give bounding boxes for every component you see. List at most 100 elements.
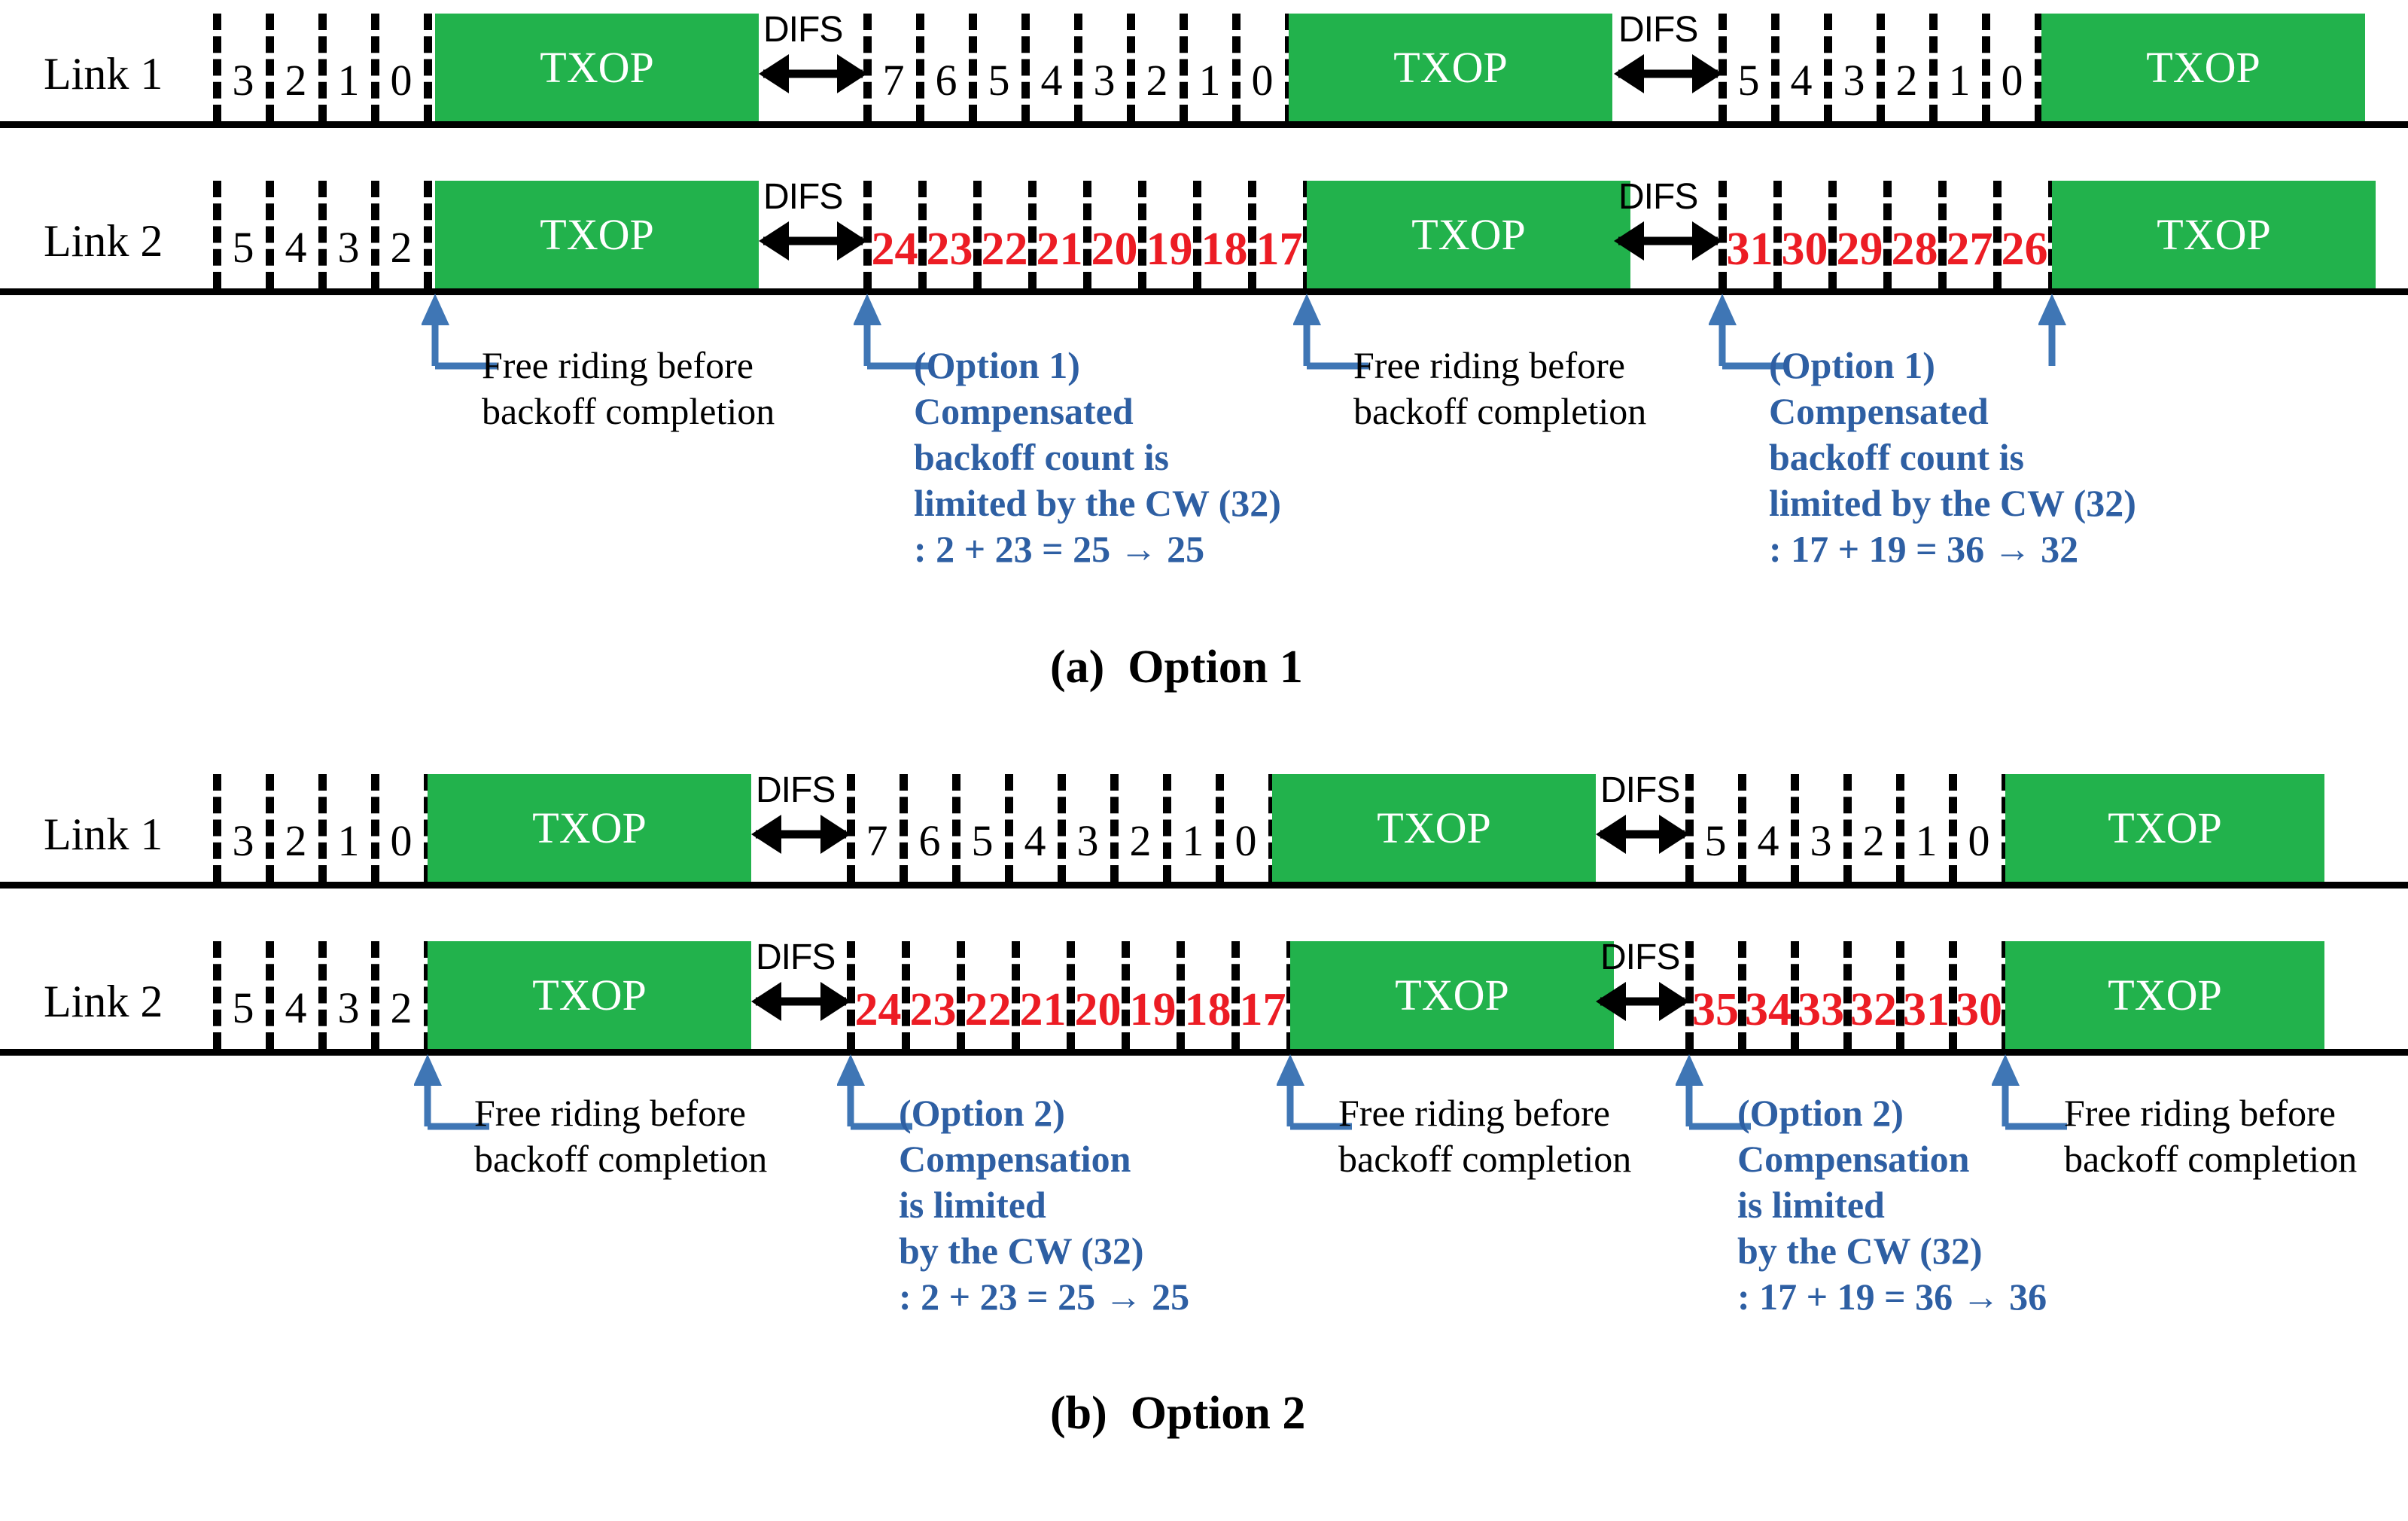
link-label: Link 2 [44, 216, 163, 266]
slot-divider [1127, 14, 1135, 121]
txop-block[interactable]: TXOP [2005, 774, 2324, 882]
backoff-slot-value: 0 [2001, 56, 2023, 105]
backoff-slot-value: 18 [1184, 984, 1231, 1035]
backoff-slot-value: 26 [2001, 224, 2048, 275]
slot-divider [1180, 14, 1188, 121]
txop-block[interactable]: TXOP [2052, 181, 2376, 288]
difs-double-arrow-icon [759, 54, 867, 93]
backoff-slot-value: 24 [854, 984, 902, 1035]
slot-divider [371, 774, 379, 882]
slot-divider [916, 14, 924, 121]
backoff-slot-value: 20 [1091, 224, 1138, 275]
annotation-free-riding-2: Free riding before backoff completion [1353, 344, 1647, 432]
backoff-slot-value: 5 [1737, 56, 1760, 105]
slot-divider [1122, 941, 1130, 1049]
backoff-slot-value: 3 [1810, 816, 1832, 865]
backoff-slot-value: 2 [1129, 816, 1152, 865]
slot-divider [266, 941, 274, 1049]
txop-block[interactable]: TXOP [428, 774, 751, 882]
backoff-slot-value: 7 [866, 816, 888, 865]
slot-divider [1718, 181, 1727, 288]
slot-divider [1993, 181, 2002, 288]
difs-double-arrow-icon [751, 982, 851, 1021]
txop-block[interactable]: TXOP [1290, 941, 1614, 1049]
backoff-slot-value: 31 [1903, 984, 1950, 1035]
slot-divider [1877, 14, 1885, 121]
slot-divider [1929, 14, 1938, 121]
txop-block[interactable]: TXOP [435, 14, 759, 121]
callout-arrow-icon [837, 1054, 912, 1130]
backoff-slot-value: 23 [909, 984, 957, 1035]
backoff-slot-value: 27 [1946, 224, 1993, 275]
backoff-slot-value: 1 [1915, 816, 1938, 865]
slot-divider [1028, 181, 1037, 288]
backoff-slot-value: 3 [232, 56, 254, 105]
time-axis [0, 288, 2408, 295]
backoff-slot-value: 5 [1704, 816, 1727, 865]
backoff-slot-value: 1 [337, 56, 360, 105]
backoff-slot-value: 19 [1129, 984, 1177, 1035]
annotation-free-riding-1: Free riding before backoff completion [474, 1092, 768, 1180]
txop-block[interactable]: TXOP [1289, 14, 1612, 121]
slot-divider [1177, 941, 1185, 1049]
callout-arrow-icon [854, 294, 929, 370]
slot-divider [213, 774, 221, 882]
slot-divider [847, 774, 855, 882]
annotation-option-note-1: (Option 1) Compensated backoff count is … [914, 344, 1281, 570]
backoff-slot-value: 22 [964, 984, 1012, 1035]
backoff-slot-value: 5 [988, 56, 1010, 105]
txop-block[interactable]: TXOP [2041, 14, 2365, 121]
annotation-option-note-2: (Option 2) Compensation is limited by th… [1737, 1092, 2047, 1318]
slot-divider [1982, 14, 1990, 121]
txop-block[interactable]: TXOP [428, 941, 751, 1049]
txop-block[interactable]: TXOP [1272, 774, 1596, 882]
backoff-slot-value: 0 [1251, 56, 1274, 105]
callout-arrow-icon [2038, 294, 2066, 366]
slot-divider [213, 181, 221, 288]
backoff-slot-value: 4 [285, 983, 307, 1032]
slot-divider [2035, 14, 2043, 121]
difs-label: DIFS [763, 177, 843, 217]
backoff-slot-value: 3 [232, 816, 254, 865]
backoff-slot-value: 2 [1895, 56, 1918, 105]
slot-divider [863, 14, 872, 121]
backoff-slot-value: 34 [1745, 984, 1792, 1035]
slot-divider [1083, 181, 1091, 288]
callout-arrow-icon [414, 1054, 489, 1130]
backoff-slot-value: 3 [337, 223, 360, 272]
slot-divider [1828, 181, 1837, 288]
backoff-slot-value: 1 [1948, 56, 1971, 105]
slot-divider [1138, 181, 1146, 288]
slot-divider [1896, 774, 1904, 882]
slot-divider [318, 14, 327, 121]
backoff-slot-value: 0 [1234, 816, 1257, 865]
txop-block[interactable]: TXOP [1307, 181, 1630, 288]
backoff-slot-value: 30 [1781, 224, 1828, 275]
backoff-slot-value: 35 [1692, 984, 1739, 1035]
backoff-slot-value: 6 [935, 56, 957, 105]
txop-block[interactable]: TXOP [435, 181, 759, 288]
slot-divider [1067, 941, 1075, 1049]
backoff-slot-value: 3 [337, 983, 360, 1032]
backoff-slot-value: 17 [1239, 984, 1286, 1035]
backoff-slot-value: 6 [918, 816, 941, 865]
backoff-slot-value: 2 [285, 816, 307, 865]
txop-block[interactable]: TXOP [2005, 941, 2324, 1049]
backoff-slot-value: 3 [1843, 56, 1865, 105]
difs-double-arrow-icon [751, 815, 851, 854]
difs-label: DIFS [1600, 770, 1680, 810]
slot-divider [957, 941, 965, 1049]
slot-divider [266, 14, 274, 121]
slot-divider [1718, 14, 1727, 121]
slot-divider [1232, 14, 1241, 121]
slot-divider [1685, 774, 1694, 882]
slot-divider [1005, 774, 1013, 882]
annotation-free-riding-2: Free riding before backoff completion [1338, 1092, 1632, 1180]
backoff-slot-value: 22 [981, 224, 1028, 275]
callout-arrow-icon [1277, 1054, 1352, 1130]
difs-double-arrow-icon [1614, 221, 1722, 261]
